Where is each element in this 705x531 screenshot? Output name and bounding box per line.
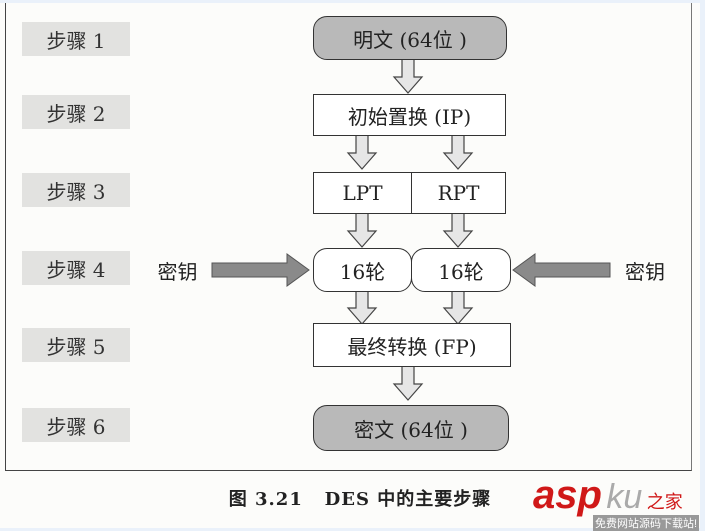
watermark-brand: asp — [533, 473, 602, 517]
step-label-2: 步骤 2 — [22, 95, 130, 129]
step-label-1: 步骤 1 — [22, 22, 130, 56]
arrow-down-rpt-round — [442, 212, 474, 248]
key-label-right: 密钥 — [625, 259, 665, 284]
round-right-node: 16轮 — [411, 248, 511, 292]
figure-caption: 图 3.21 DES 中的主要步骤 — [228, 489, 492, 510]
final-permutation-node: 最终转换 (FP) — [313, 323, 511, 367]
arrow-down-lpt-round — [346, 212, 378, 248]
watermark: asp ku 之家 免费网站源码下载站! — [533, 473, 700, 531]
arrow-down-plaintext-ip — [392, 58, 424, 94]
initial-permutation-node: 初始置换 (IP) — [313, 94, 506, 136]
watermark-name: 之家 — [646, 492, 683, 512]
step-label-3: 步骤 3 — [22, 173, 130, 207]
arrows-layer — [211, 58, 611, 401]
rpt-node: RPT — [411, 172, 506, 214]
diagram-page: 步骤 1 步骤 2 步骤 3 步骤 4 步骤 5 步骤 6 明文 (64位 ) … — [0, 3, 700, 531]
round-left-node: 16轮 — [313, 248, 412, 292]
arrow-down-fp-ciphertext — [392, 365, 424, 401]
watermark-slogan: 免费网站源码下载站! — [593, 515, 700, 531]
arrow-left-key — [512, 253, 611, 287]
arrow-down-ip-rpt — [442, 134, 474, 170]
arrow-down-round-fp-left — [346, 289, 378, 325]
ciphertext-node: 密文 (64位 ) — [313, 405, 509, 451]
arrow-down-ip-lpt — [346, 134, 378, 170]
step-label-4: 步骤 4 — [22, 251, 130, 285]
step-label-6: 步骤 6 — [22, 408, 130, 442]
arrow-right-key — [211, 253, 310, 287]
step-label-5: 步骤 5 — [22, 328, 130, 362]
key-label-left: 密钥 — [157, 259, 198, 284]
figure-frame — [5, 3, 692, 471]
arrow-down-round-fp-right — [442, 289, 474, 325]
lpt-node: LPT — [313, 172, 412, 214]
plaintext-node: 明文 (64位 ) — [313, 16, 507, 60]
watermark-brand2: ku — [606, 478, 643, 516]
